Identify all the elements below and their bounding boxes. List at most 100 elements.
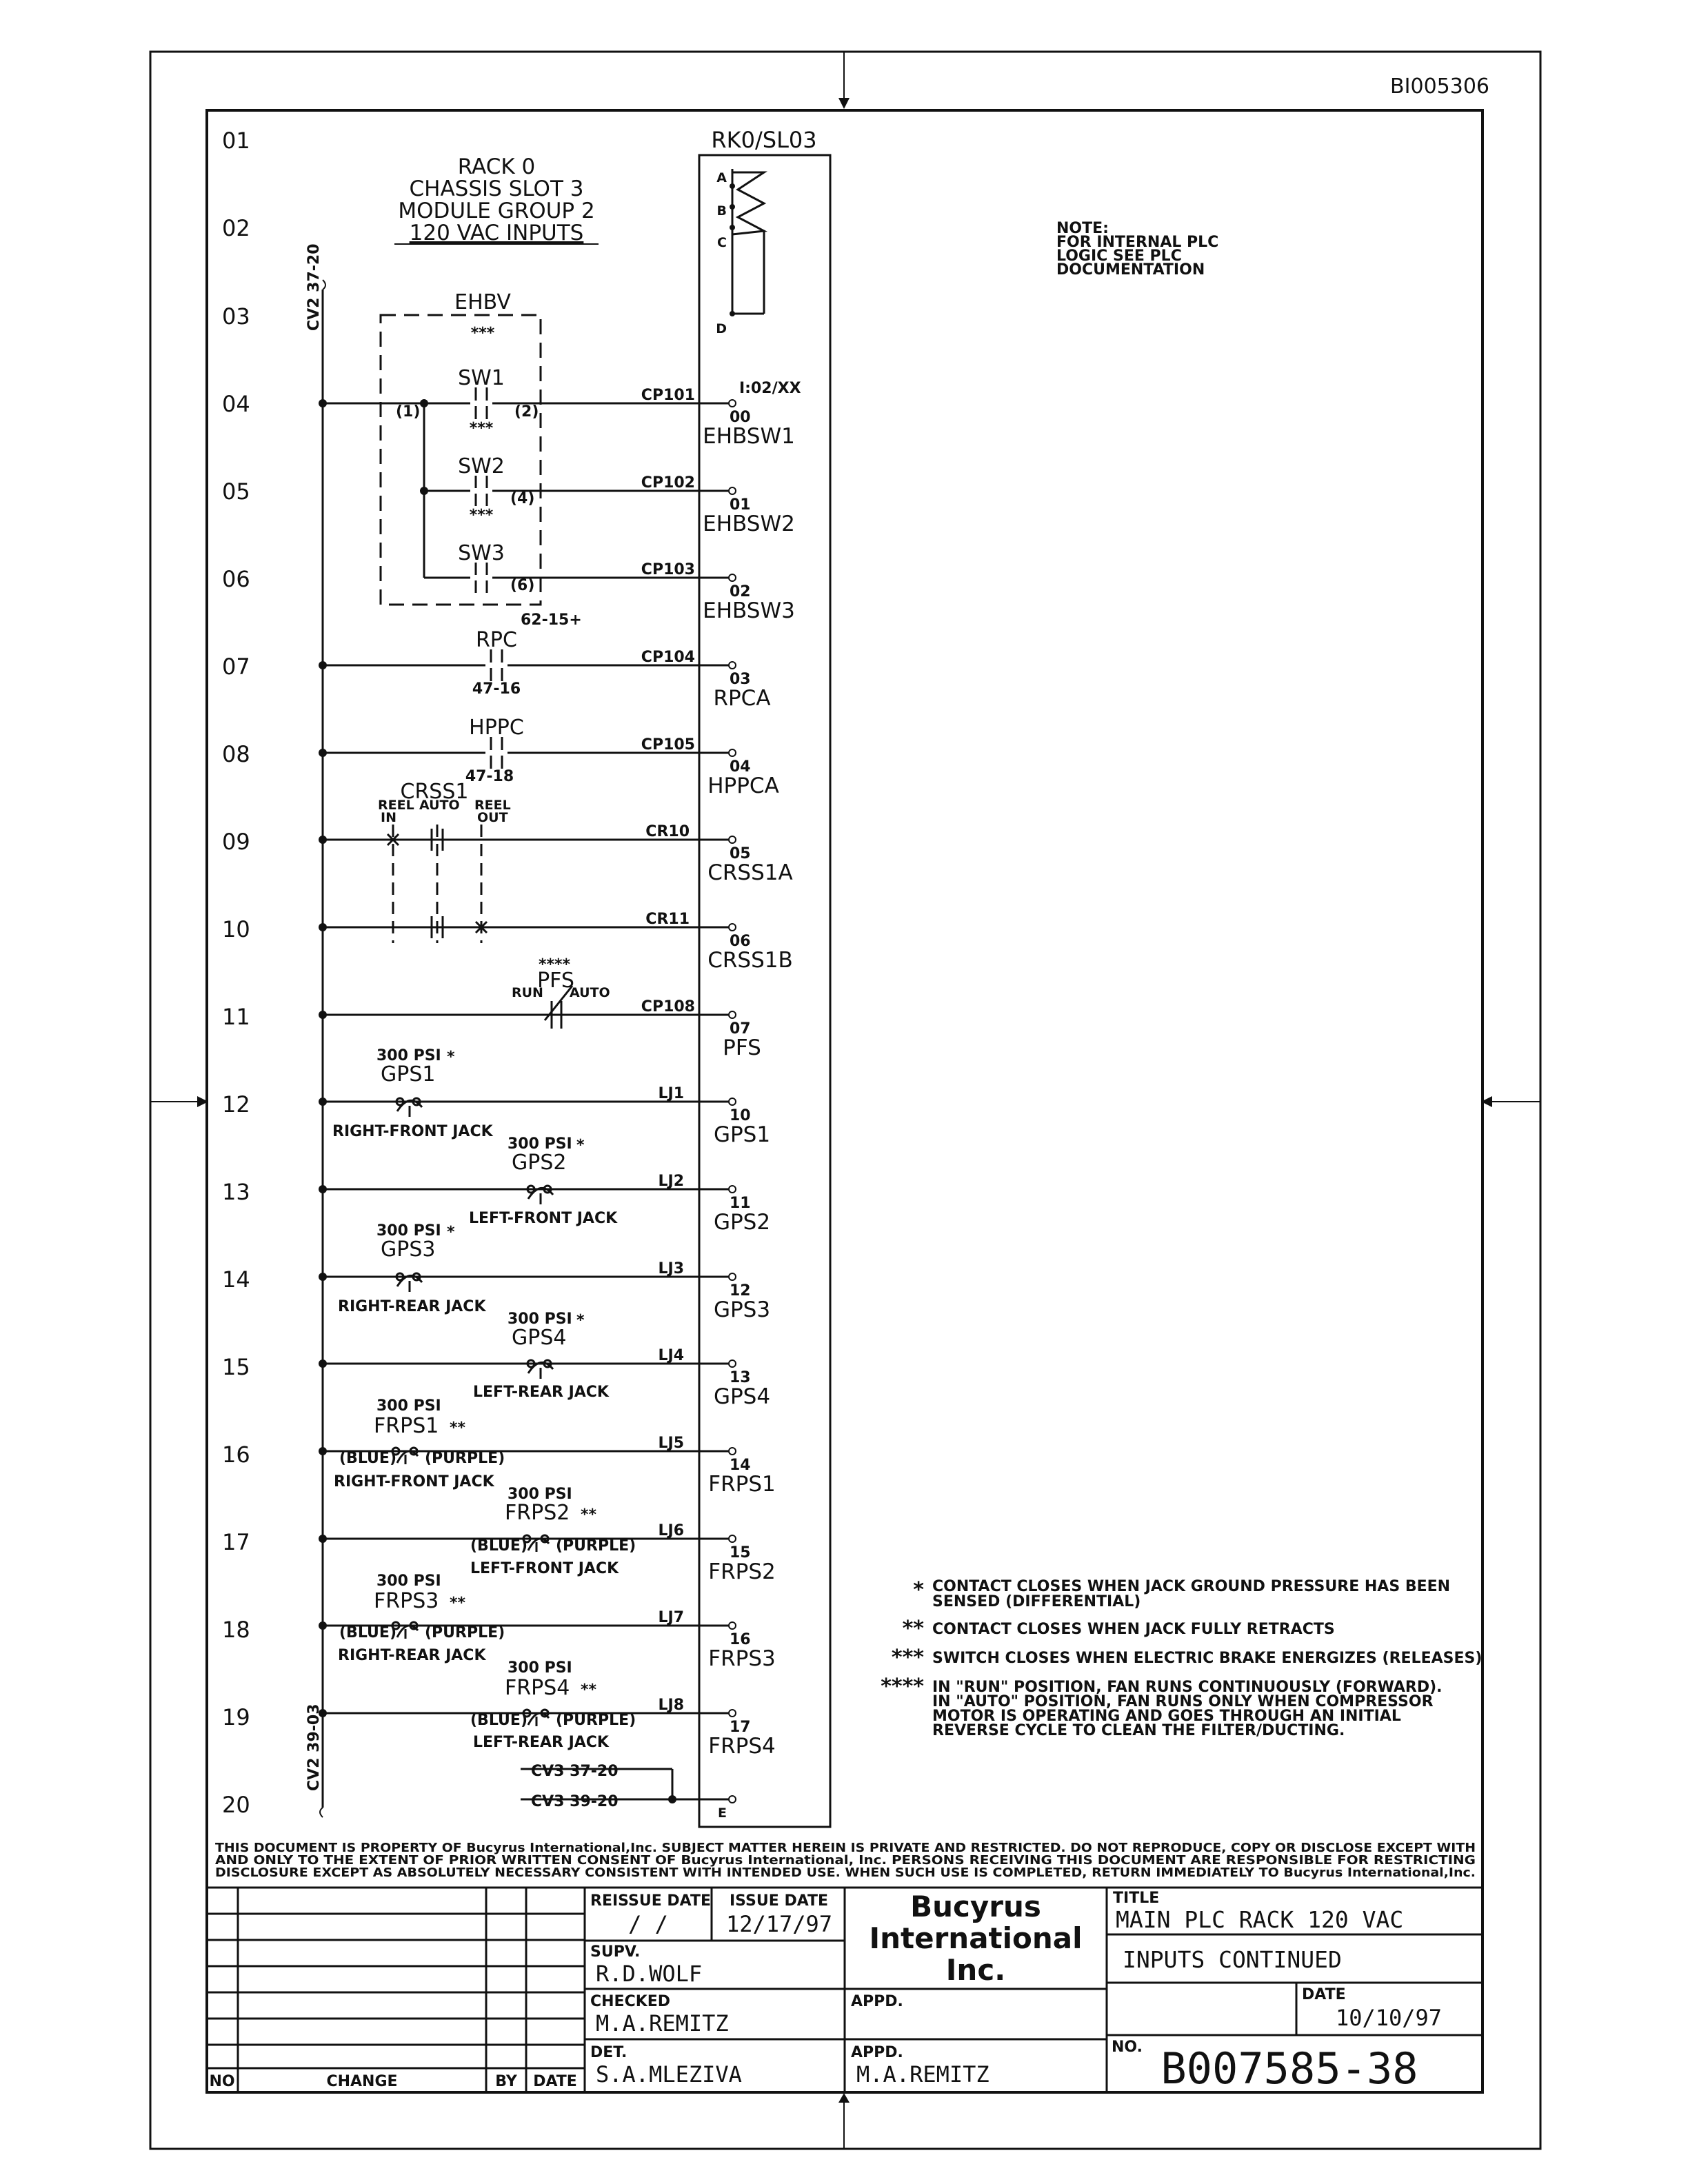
frps3-psi: 300 PSI	[376, 1573, 441, 1590]
rail-bottom-hook	[319, 1807, 323, 1818]
row-number: 20	[222, 1792, 250, 1818]
ehbv-stars: ***	[471, 325, 495, 342]
det-value: S.A.MLEZIVA	[596, 2061, 742, 2087]
row-number: 01	[222, 128, 250, 154]
input-addr: 11	[730, 1195, 751, 1212]
hppc-ref: 47-18	[465, 768, 514, 785]
checked-label: CHECKED	[590, 1993, 670, 2010]
row-number: 02	[222, 215, 250, 241]
sw2-stars: ***	[470, 507, 494, 524]
row-number: 10	[222, 916, 250, 942]
gps3-star: *	[447, 1224, 455, 1241]
pressure-switch-gps3	[395, 1272, 423, 1292]
input-addr: 15	[730, 1544, 751, 1561]
wire-number: LJ2	[658, 1173, 684, 1190]
terminal-letter: E	[718, 1806, 727, 1821]
wire-number: LJ8	[658, 1697, 684, 1714]
company-name: Bucyrus	[910, 1890, 1041, 1923]
input-tag: FRPS4	[708, 1734, 775, 1759]
hppc-label: HPPC	[469, 716, 524, 740]
supv-value: R.D.WOLF	[596, 1961, 702, 1987]
gps2-star: *	[576, 1137, 585, 1154]
rev-no-header: NO	[209, 2073, 234, 2090]
reel-in-label: REEL	[378, 798, 414, 813]
doc-id: BI005306	[1390, 74, 1489, 99]
disclaimer-line: THIS DOCUMENT IS PROPERTY OF Bucyrus Int…	[215, 1841, 1476, 1855]
frps1-label: FRPS1	[374, 1414, 439, 1438]
sw2-terminal-4: (4)	[510, 490, 534, 507]
input-addr: 13	[730, 1369, 751, 1386]
row-number: 19	[222, 1704, 250, 1730]
title-line-2: INPUTS CONTINUED	[1123, 1946, 1342, 1973]
rr-jack-label: RIGHT-REAR JACK	[338, 1298, 486, 1315]
company-name: International	[869, 1921, 1082, 1955]
no-label: NO.	[1112, 2039, 1143, 2056]
frps1-jack: RIGHT-FRONT JACK	[334, 1473, 495, 1490]
row-numbers: 01 02 03 04 05 06 07 08 09 10 11 12 13 1…	[222, 128, 250, 1818]
input-addr: 03	[730, 671, 751, 688]
frps3-jack: RIGHT-REAR JACK	[338, 1647, 486, 1664]
wire-number: LJ1	[658, 1085, 684, 1102]
title-line-1: MAIN PLC RACK 120 VAC	[1116, 1906, 1403, 1933]
rpc-label: RPC	[476, 628, 517, 652]
row-number: 03	[222, 303, 250, 330]
wire-number: CP101	[641, 387, 695, 404]
frps3-purple: (PURPLE)	[425, 1624, 505, 1641]
module-terminal-letters: A B C D E	[716, 170, 727, 1821]
issue-date-label: ISSUE DATE	[730, 1892, 828, 1910]
rack-line: RACK 0	[458, 154, 536, 179]
frps1-psi: 300 PSI	[376, 1397, 441, 1415]
pressure-switch-gps2	[526, 1184, 554, 1204]
row-number: 13	[222, 1179, 250, 1205]
title-block-grid	[207, 1886, 1483, 2092]
input-addr: 06	[730, 933, 751, 950]
company-name: Inc.	[946, 1953, 1005, 1987]
wire-number: CP102	[641, 474, 695, 492]
input-tag: CRSS1A	[707, 860, 792, 885]
gps4-psi: 300 PSI	[508, 1311, 572, 1328]
pressure-switch-frps3	[391, 1621, 419, 1639]
lr-jack-label: LEFT-REAR JACK	[473, 1384, 610, 1401]
wire-number: CP104	[641, 649, 695, 666]
module-input-terminals	[728, 399, 736, 1803]
frps4-psi: 300 PSI	[508, 1659, 572, 1677]
frps3-stars: **	[450, 1595, 466, 1612]
det-label: DET.	[590, 2044, 627, 2061]
rack-line: 120 VAC INPUTS	[410, 221, 584, 245]
module-internal-coil	[731, 169, 768, 315]
sw1-terminal-1: (1)	[396, 403, 420, 421]
sw1-label: SW1	[458, 366, 505, 390]
wire-number: LJ6	[658, 1522, 684, 1539]
input-tag: GPS3	[714, 1297, 770, 1322]
ehbv-label: EHBV	[454, 290, 511, 314]
frps2-stars: **	[581, 1506, 597, 1524]
wire-number: LJ3	[658, 1260, 684, 1277]
ehbv-ref: 62-15+	[521, 611, 582, 629]
terminal-letter: B	[717, 203, 727, 219]
lf-jack-label: LEFT-FRONT JACK	[469, 1210, 618, 1227]
legend-text: REVERSE CYCLE TO CLEAN THE FILTER/DUCTIN…	[932, 1722, 1345, 1739]
row-number: 04	[222, 391, 250, 417]
plc-input-module	[698, 154, 832, 1828]
address-label: I:02/XX	[739, 380, 801, 397]
sw3-label: SW3	[458, 541, 505, 565]
sw1-terminal-2: (2)	[514, 403, 539, 421]
frps2-jack: LEFT-FRONT JACK	[470, 1560, 619, 1577]
frps4-blue: (BLUE)	[470, 1712, 528, 1729]
sw2-label: SW2	[458, 454, 505, 478]
pressure-switch-gps4	[526, 1359, 554, 1379]
rf-jack-label: RIGHT-FRONT JACK	[332, 1123, 494, 1140]
input-tag: GPS4	[714, 1384, 770, 1409]
wire-number: CR11	[645, 911, 690, 928]
contact-sw1	[470, 387, 492, 419]
input-tag: RPCA	[713, 686, 770, 711]
frps4-label: FRPS4	[505, 1676, 570, 1700]
crss1-label: CRSS1	[401, 780, 469, 804]
module-terminal-dots	[730, 183, 735, 316]
frps2-purple: (PURPLE)	[556, 1537, 636, 1555]
disclaimer-line: DISCLOSURE EXCEPT AS ABSOLUTELY NECESSAR…	[215, 1866, 1476, 1880]
frps4-jack: LEFT-REAR JACK	[473, 1734, 610, 1751]
input-addr: 14	[730, 1457, 751, 1474]
wire-number: LJ7	[658, 1609, 684, 1626]
row-number: 18	[222, 1617, 250, 1643]
